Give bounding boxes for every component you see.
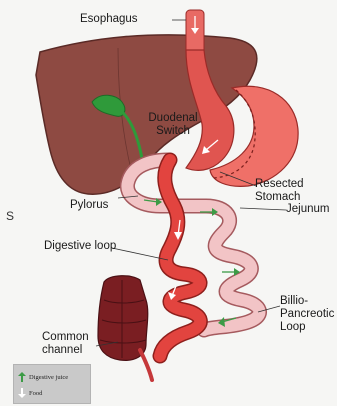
label-esophagus: Esophagus [80,13,138,26]
green-up-arrow-icon [18,372,26,382]
white-down-arrow-icon [18,388,26,398]
label-duodenal-switch: Duodenal Switch [147,112,199,138]
label-common-channel: Common channel [42,331,89,357]
label-resected-stomach: Resected Stomach [255,178,304,204]
label-digestive-loop: Digestive loop [44,240,116,253]
side-mark: S [6,209,14,223]
label-jejunum: Jejunum [286,203,329,216]
colon [98,276,148,361]
legend-item-digestive-juice: Digestive juice [18,372,68,382]
label-pylorus: Pylorus [70,199,108,212]
label-biliopancreatic-loop: Billio- Pancreotic Loop [280,295,334,334]
legend-item-food: Food [18,388,42,398]
appendix [140,350,152,380]
legend: Digestive juice Food [13,364,91,404]
